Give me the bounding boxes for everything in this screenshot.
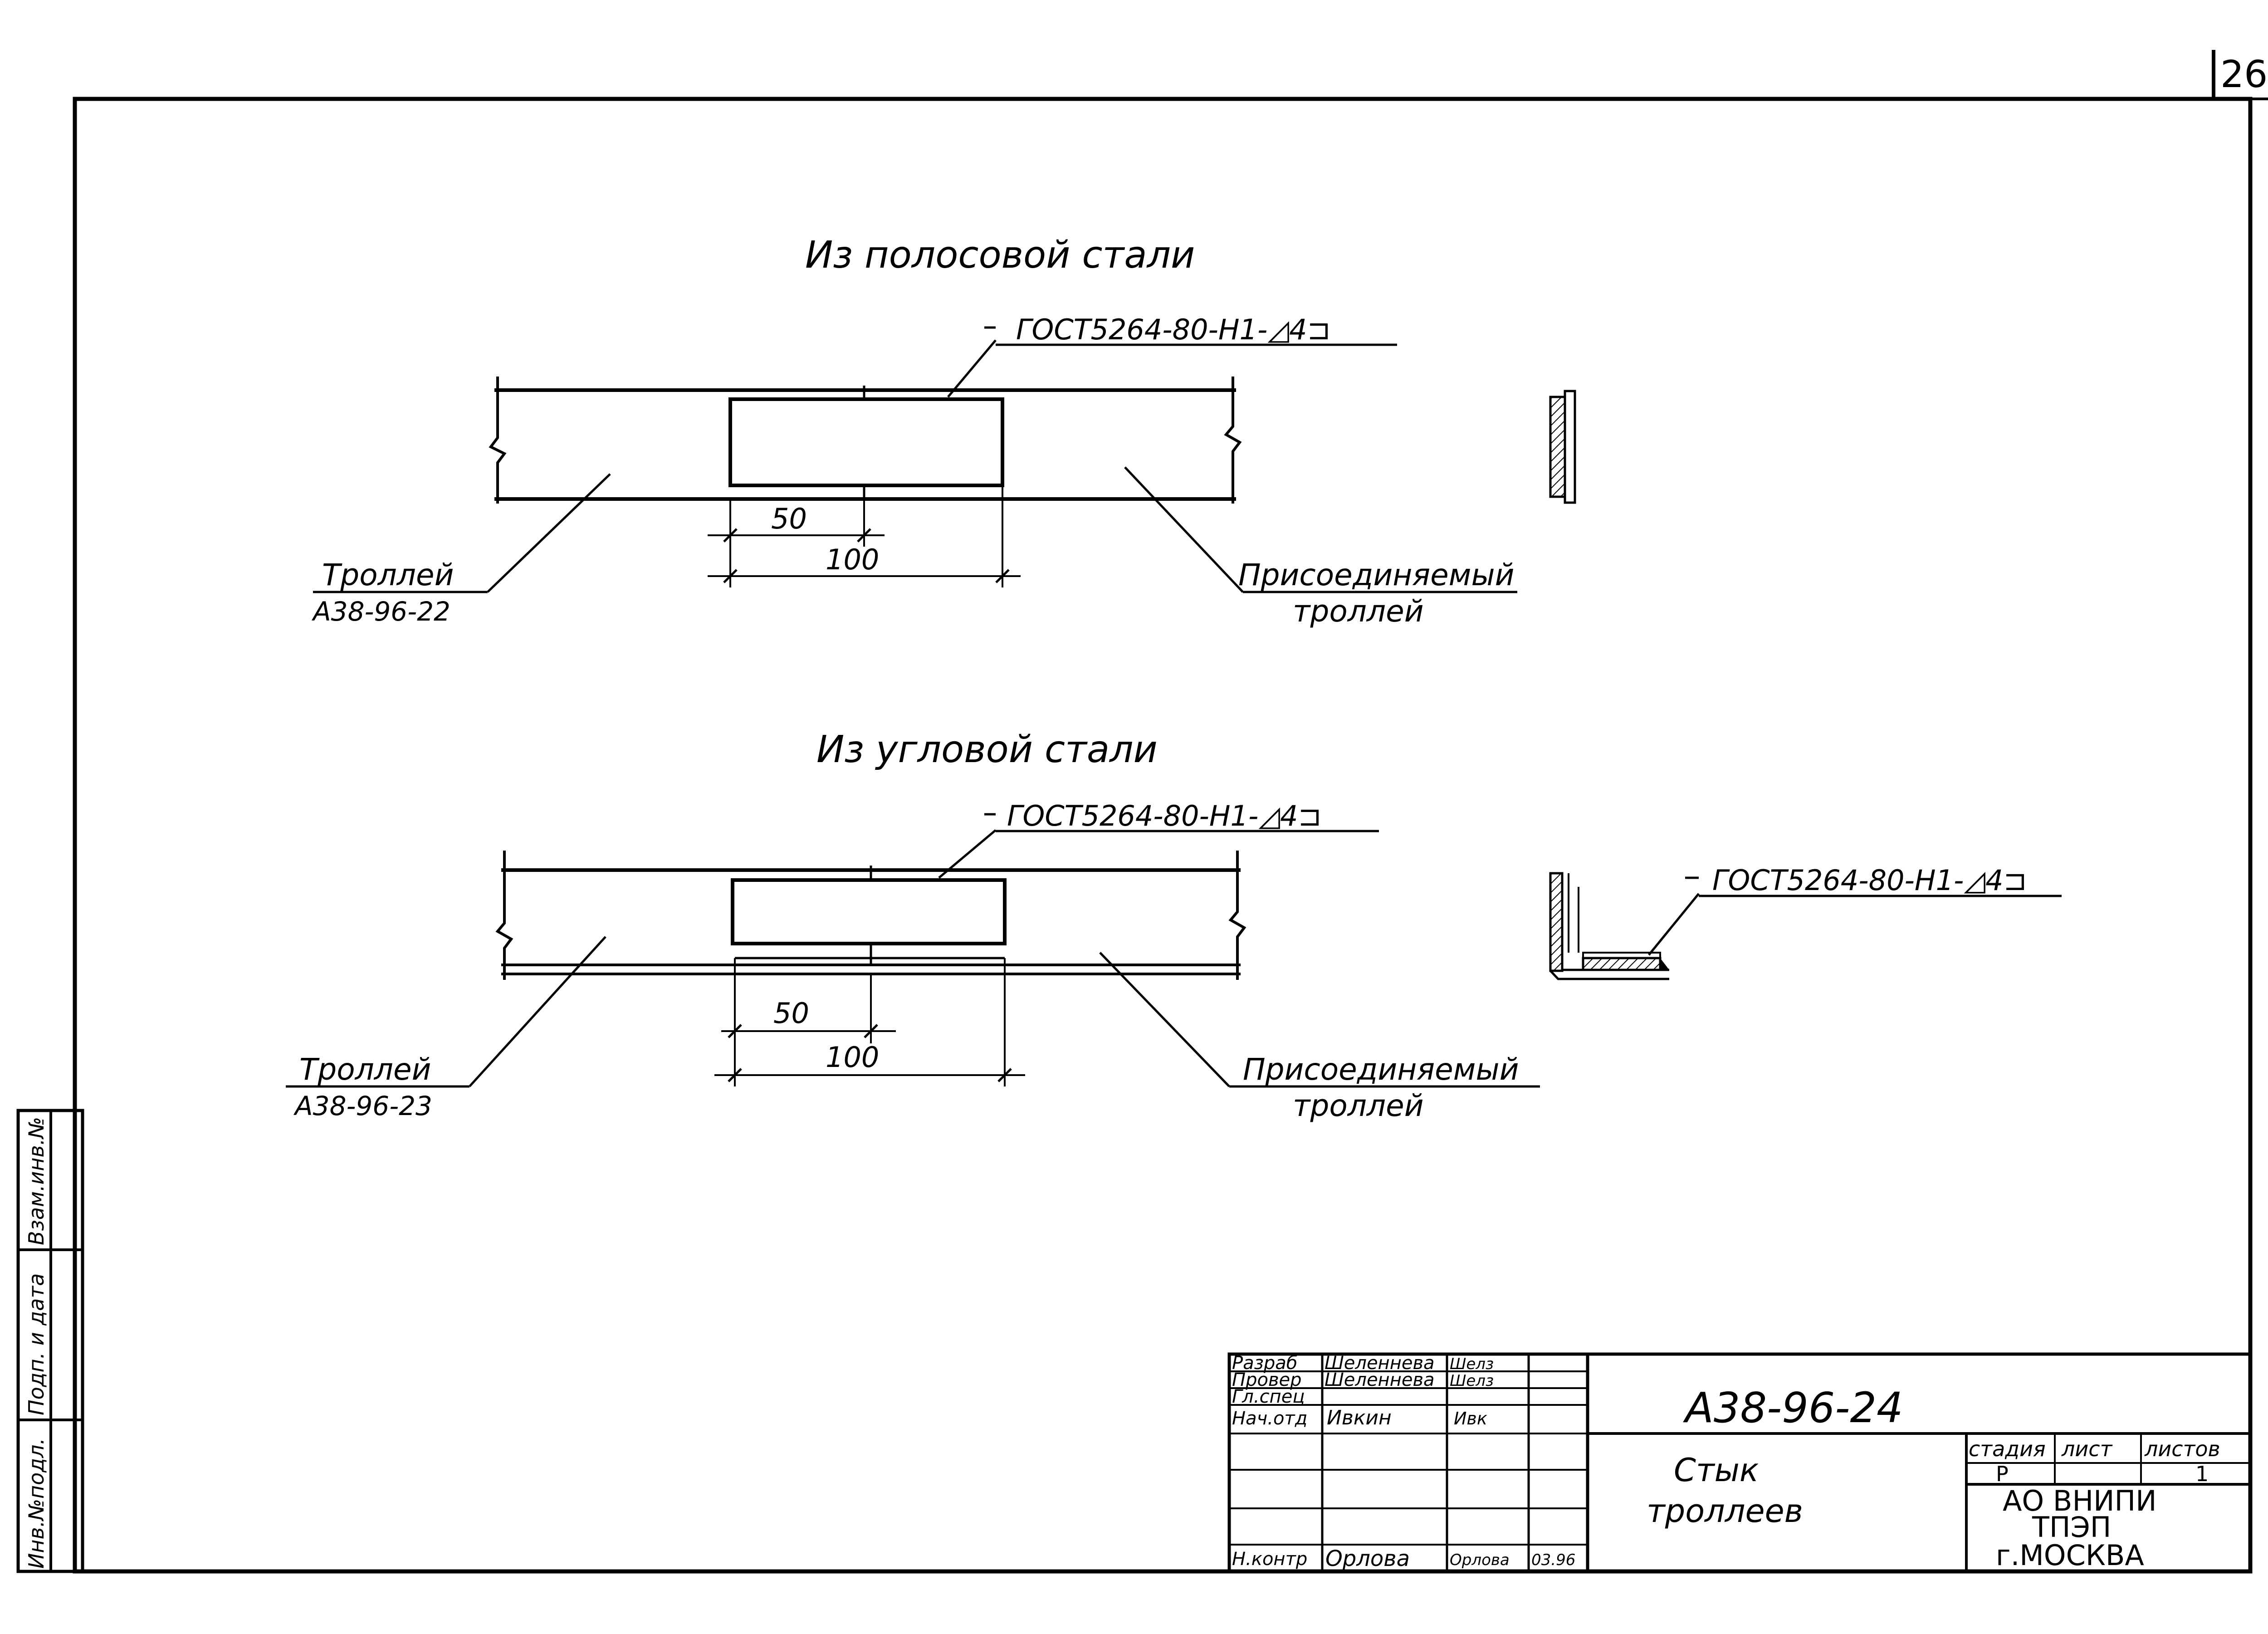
angle-left-code: А38-96-23 bbox=[293, 1091, 432, 1121]
tb-sign-checker: Шелз bbox=[1450, 1372, 1494, 1390]
tb-sign-norm-control: Орлова bbox=[1450, 1551, 1510, 1569]
strip-right-label-2: троллей bbox=[1293, 594, 1424, 629]
strip-dim-50: 50 bbox=[771, 502, 807, 535]
tb-role-norm-control: Н.контр bbox=[1232, 1549, 1307, 1570]
document-designation: А38-96-24 bbox=[1683, 1384, 1903, 1432]
angle-dim-50: 50 bbox=[773, 997, 809, 1030]
tb-date-norm-control: 03.96 bbox=[1531, 1551, 1575, 1569]
angle-section-weld-symbol: ГОСТ5264-80-Н1-◿4⊐ bbox=[1712, 864, 2027, 897]
drawing-title-line-2: троллеев bbox=[1647, 1492, 1803, 1530]
angle-left-label: Троллей bbox=[299, 1052, 431, 1087]
strip-dimensions bbox=[708, 485, 1021, 587]
tb-role-chief-spec: Гл.спец bbox=[1232, 1386, 1305, 1407]
tb-header-stage: стадия bbox=[1969, 1437, 2046, 1461]
tb-role-designer: Разраб bbox=[1232, 1353, 1297, 1374]
drawing-title-line-1: Стык bbox=[1674, 1452, 1759, 1489]
tb-role-dept-head: Нач.отд bbox=[1232, 1408, 1307, 1429]
strip-view-title: Из полосовой стали bbox=[805, 234, 1195, 277]
angle-dim-100: 100 bbox=[826, 1041, 879, 1074]
tb-sign-dept-head: Ивк bbox=[1454, 1409, 1487, 1429]
strip-dim-100: 100 bbox=[826, 543, 879, 576]
page-number: 26 bbox=[2220, 53, 2268, 96]
org-name-line-2: ТПЭП bbox=[2032, 1511, 2111, 1544]
angle-view-title: Из угловой стали bbox=[816, 728, 1158, 771]
strip-leaders bbox=[313, 466, 1517, 593]
strip-weld-callout bbox=[947, 326, 1397, 398]
angle-section bbox=[1549, 872, 1669, 980]
strip-left-label: Троллей bbox=[322, 558, 454, 592]
angle-weld-symbol: ГОСТ5264-80-Н1-◿4⊐ bbox=[1007, 799, 1321, 832]
angle-leaders bbox=[286, 936, 1540, 1088]
stamp-cell-inventory: Инв.№подл. bbox=[24, 1438, 49, 1569]
angle-section-weld-callout bbox=[1648, 876, 2062, 956]
tb-header-sheets: листов bbox=[2144, 1437, 2220, 1461]
tb-name-norm-control: Орлова bbox=[1325, 1546, 1410, 1571]
org-name-line-1: АО ВНИПИ bbox=[2003, 1484, 2156, 1517]
tb-name-designer: Шеленнева bbox=[1325, 1353, 1435, 1374]
stamp-cell-replacement: Взам.инв.№ bbox=[24, 1117, 49, 1245]
tb-value-stage: Р bbox=[1996, 1462, 2009, 1486]
stamp-cell-signature-date: Подп. и дата bbox=[24, 1273, 49, 1415]
angle-joint-plan bbox=[495, 851, 1246, 980]
angle-dimensions bbox=[714, 958, 1025, 1086]
tb-name-dept-head: Ивкин bbox=[1327, 1406, 1392, 1429]
angle-right-label-2: троллей bbox=[1293, 1088, 1424, 1123]
tb-name-checker: Шеленнева bbox=[1325, 1370, 1435, 1390]
tb-role-checker: Провер bbox=[1232, 1370, 1302, 1390]
org-city: г.МОСКВА bbox=[1996, 1539, 2144, 1572]
title-block-grid bbox=[1227, 1352, 2252, 1573]
sheet-frame bbox=[73, 50, 2268, 1574]
tb-sign-designer: Шелз bbox=[1450, 1355, 1494, 1373]
strip-right-label-1: Присоединяемый bbox=[1238, 558, 1514, 592]
side-stamp bbox=[16, 1109, 84, 1573]
tb-header-sheet: лист bbox=[2061, 1437, 2113, 1461]
angle-right-label-1: Присоединяемый bbox=[1243, 1052, 1519, 1087]
strip-joint-plan bbox=[489, 377, 1242, 504]
strip-section bbox=[1549, 390, 1576, 504]
tb-value-sheets: 1 bbox=[2195, 1462, 2209, 1486]
strip-left-code: А38-96-22 bbox=[311, 596, 450, 627]
strip-weld-symbol: ГОСТ5264-80-Н1-◿4⊐ bbox=[1016, 313, 1330, 346]
